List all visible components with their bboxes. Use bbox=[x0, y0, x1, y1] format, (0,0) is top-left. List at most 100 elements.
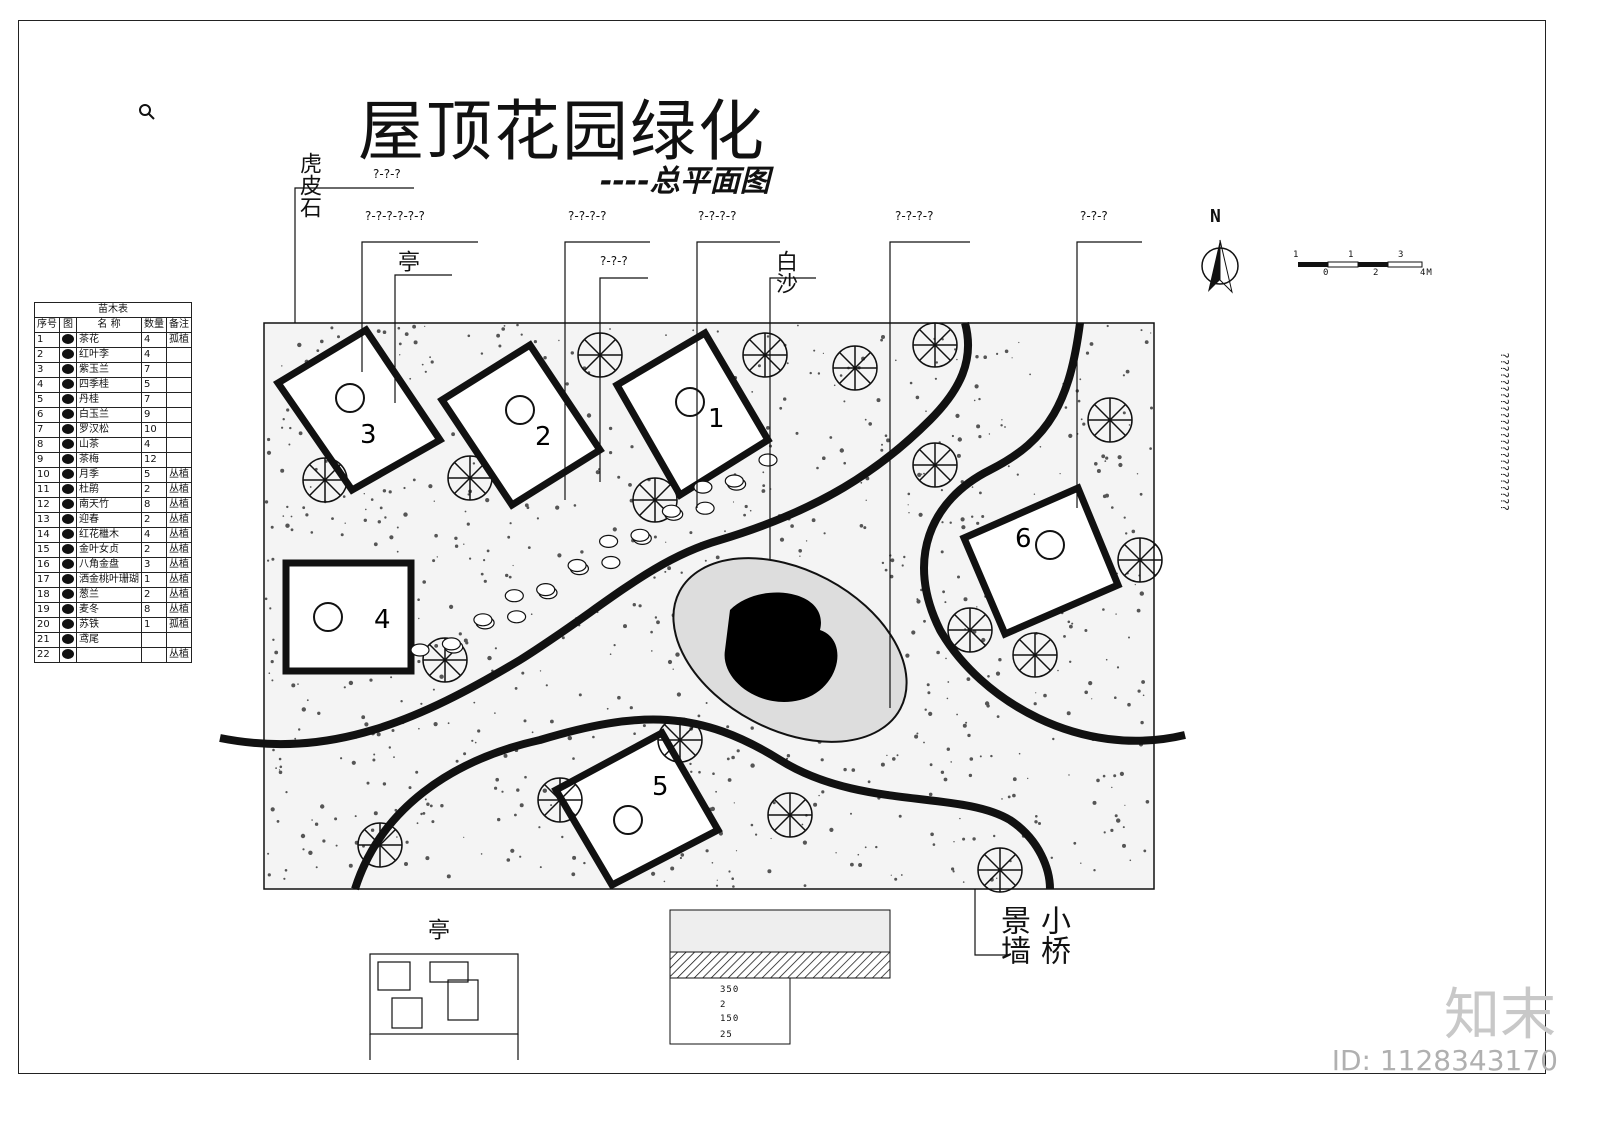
gravel-dot bbox=[276, 820, 280, 823]
gravel-dot bbox=[388, 490, 392, 494]
gravel-dot bbox=[420, 812, 423, 816]
plant-symbol-icon bbox=[59, 362, 77, 378]
gravel-dot bbox=[731, 755, 735, 760]
section-detail bbox=[669, 909, 891, 1045]
gravel-dot bbox=[962, 837, 966, 841]
scale-bottom-2: 2 bbox=[1373, 268, 1380, 278]
gravel-dot bbox=[487, 655, 492, 661]
plant-symbol-icon bbox=[62, 394, 74, 404]
gravel-dot bbox=[572, 855, 577, 860]
plant-note: 丛植 bbox=[166, 542, 192, 558]
gravel-dot bbox=[1080, 862, 1082, 864]
plant-note: 丛植 bbox=[166, 467, 192, 483]
gravel-dot bbox=[396, 526, 399, 529]
gravel-dot bbox=[817, 372, 821, 375]
gravel-dot bbox=[316, 349, 320, 352]
gravel-dot bbox=[1091, 698, 1093, 700]
gravel-dot bbox=[676, 692, 682, 697]
gravel-dot bbox=[526, 506, 530, 510]
scale-top-2: 1 bbox=[1348, 250, 1355, 260]
gravel-dot bbox=[978, 397, 981, 401]
gravel-dot bbox=[433, 722, 438, 727]
gravel-dot bbox=[425, 856, 430, 861]
gravel-dot bbox=[289, 426, 292, 430]
gravel-dot bbox=[275, 767, 277, 769]
gravel-dot bbox=[291, 683, 296, 688]
drawing-subtitle: ----总平面图 bbox=[600, 164, 770, 199]
gravel-dot bbox=[820, 758, 824, 762]
plant-symbol-icon bbox=[62, 424, 74, 434]
gravel-dot bbox=[672, 668, 674, 670]
gravel-dot bbox=[1118, 462, 1123, 468]
gravel-dot bbox=[536, 517, 540, 520]
stepping-stones bbox=[410, 453, 778, 657]
gravel-dot bbox=[728, 870, 731, 873]
gravel-dot bbox=[369, 678, 373, 682]
gravel-dot bbox=[1105, 658, 1108, 661]
gravel-dot bbox=[272, 748, 275, 752]
plant-quantity: 5 bbox=[141, 377, 167, 393]
row-number: 20 bbox=[34, 617, 60, 633]
gravel-dot bbox=[399, 354, 401, 356]
gravel-dot bbox=[429, 356, 431, 359]
gravel-dot bbox=[278, 770, 283, 775]
svg-text:?-?-?-?: ?-?-?-? bbox=[698, 209, 736, 223]
gravel-dot bbox=[917, 472, 922, 477]
gravel-dot bbox=[770, 837, 772, 840]
gravel-dot bbox=[998, 658, 1002, 662]
gravel-dot bbox=[1066, 711, 1071, 716]
gravel-dot bbox=[914, 734, 919, 739]
gravel-dot bbox=[890, 874, 892, 876]
plant-note: 丛植 bbox=[166, 602, 192, 618]
gravel-dot bbox=[1128, 424, 1131, 426]
gravel-dot bbox=[302, 506, 306, 510]
gravel-dot bbox=[412, 478, 416, 482]
gravel-dot bbox=[960, 517, 965, 522]
plant-name: 茶梅 bbox=[76, 452, 142, 468]
plant-name: 紫玉兰 bbox=[76, 362, 142, 378]
gravel-dot bbox=[334, 817, 338, 821]
row-number: 7 bbox=[34, 422, 60, 438]
gravel-dot bbox=[555, 505, 560, 510]
gravel-dot bbox=[424, 325, 426, 327]
gravel-dot bbox=[744, 504, 748, 509]
plant-name: 红叶李 bbox=[76, 347, 142, 363]
gravel-dot bbox=[786, 754, 791, 758]
gravel-dot bbox=[430, 360, 434, 364]
gravel-dot bbox=[926, 683, 930, 687]
plant-symbol-icon bbox=[62, 634, 74, 644]
gravel-dot bbox=[389, 535, 394, 540]
gravel-dot bbox=[750, 823, 754, 827]
stepping-stone bbox=[473, 613, 493, 627]
gravel-dot bbox=[1089, 342, 1094, 346]
gravel-dot bbox=[1124, 804, 1126, 806]
gravel-dot bbox=[282, 418, 285, 421]
gravel-dot bbox=[268, 672, 271, 674]
pavilion-3: 3 bbox=[273, 325, 446, 495]
gravel-dot bbox=[463, 836, 465, 838]
plant-quantity bbox=[141, 647, 167, 663]
section-label: 350 bbox=[720, 985, 740, 995]
gravel-dot bbox=[384, 516, 387, 519]
gravel-dot bbox=[570, 351, 574, 355]
gravel-dot bbox=[711, 862, 714, 864]
plant-note: 丛植 bbox=[166, 512, 192, 528]
gravel-dot bbox=[930, 832, 934, 837]
design-notes: ????????????????????????????????????????… bbox=[1180, 352, 1510, 512]
gravel-dot bbox=[996, 715, 1000, 718]
gravel-dot bbox=[1007, 465, 1010, 468]
gravel-dot bbox=[956, 713, 958, 716]
gravel-dot bbox=[447, 722, 450, 725]
gravel-dot bbox=[1103, 831, 1106, 834]
gravel-dot bbox=[370, 828, 375, 832]
gravel-dot bbox=[467, 334, 471, 338]
gravel-dot bbox=[403, 512, 408, 517]
gravel-dot bbox=[950, 761, 952, 763]
gravel-dot bbox=[270, 807, 275, 812]
gravel-dot bbox=[755, 833, 758, 836]
gravel-dot bbox=[404, 332, 409, 336]
gravel-dot bbox=[833, 384, 836, 387]
col-header: 序号 bbox=[34, 317, 60, 333]
plant-symbol-icon bbox=[62, 559, 74, 569]
